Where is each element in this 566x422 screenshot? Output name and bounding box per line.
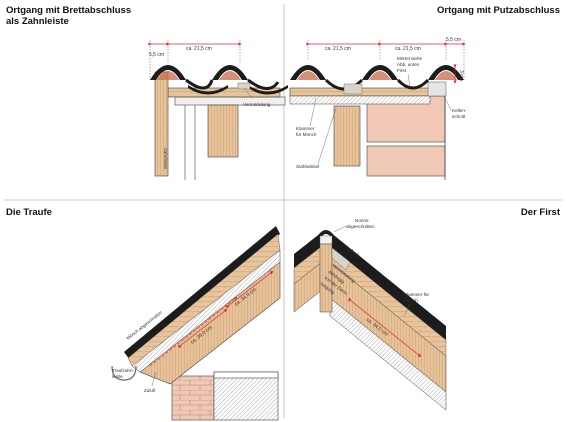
callout-mortar: Vermörtelung (243, 102, 271, 107)
panel-top-left: 5,5 cm ca. 21,5 cm Vermörtelung Zahnleis… (148, 40, 288, 180)
panel-top-right: ca. 21,5 cm ca. 21,5 cm 5,5 cm 3 cm Mört… (289, 37, 467, 180)
rafter (333, 105, 361, 167)
svg-text:Mönch: Mönch (404, 298, 418, 303)
callout-mortar: Mörtel siehe (397, 56, 422, 61)
moench-tile (212, 65, 248, 80)
dim-line (177, 308, 228, 349)
svg-text:leiste: leiste (112, 374, 123, 379)
panel-title-top-left: Ortgang mit Brettabschluss als Zahnleist… (6, 5, 131, 27)
callout-steel-angle: Stahlwinkel (296, 164, 319, 169)
dim-line (225, 270, 274, 309)
mortar (237, 82, 251, 90)
callout-inflow: Zuluft (144, 388, 156, 393)
callout-trowel-cut: Kellen- (452, 108, 467, 113)
svg-text:First: First (397, 68, 407, 73)
svg-text:für Mönch: für Mönch (296, 132, 317, 137)
insulation (289, 95, 431, 105)
callout-clamp: Klammer (296, 126, 315, 131)
callout-cut-top: Nonne (355, 218, 369, 223)
mortar (331, 247, 351, 271)
callout-clamp: Klammer für (404, 292, 429, 297)
callout-eaves-batten: Traufzahn- (112, 368, 135, 373)
svg-text:Abb. unten: Abb. unten (397, 62, 420, 67)
mortar (343, 83, 363, 95)
ridge-roll (319, 235, 333, 245)
wall (171, 375, 215, 421)
dim-label: ca. 21,5 cm (186, 46, 212, 52)
ridge-board (319, 243, 333, 313)
panel-title-bottom-right: Der First (520, 207, 560, 218)
moench-tile (150, 65, 186, 80)
moench-tile (290, 65, 326, 80)
brick (366, 145, 446, 177)
callout-fascia: Zahnleiste (163, 148, 168, 170)
title-line-1: Ortgang mit Brettabschluss (6, 5, 132, 16)
title-line-2: als Zahnleiste (6, 16, 69, 27)
dim-line (347, 297, 422, 358)
ridge-tile (314, 230, 338, 242)
panel-bottom-right: ca. 34,0 cm Nonne abgeschnitten Vermörte… (293, 218, 447, 411)
insulation (213, 371, 279, 421)
svg-text:schnitt: schnitt (452, 114, 466, 119)
nonne-tile (248, 85, 288, 95)
panel-title-bottom-left: Die Traufe (6, 207, 52, 218)
panel-title-top-right: Ortgang mit Putzabschluss (437, 5, 560, 16)
dim-label: ca. 21,5 cm (325, 46, 351, 52)
moench-tile (362, 65, 398, 80)
dim-label: 5,5 cm (446, 37, 461, 43)
gutter (111, 365, 137, 381)
svg-text:abgeschnitten: abgeschnitten (346, 224, 375, 229)
panel-bottom-left: ca. 39,0 cm ca. 34,0 cm Mönch abgeschnit… (111, 226, 281, 421)
dim-label: 5,5 cm (149, 52, 164, 58)
rafter (207, 104, 239, 158)
nonne-tile (188, 85, 228, 95)
plaster (427, 81, 447, 97)
dim-label: ca. 21,5 cm (395, 46, 421, 52)
dim-label: 3 cm (458, 70, 464, 81)
